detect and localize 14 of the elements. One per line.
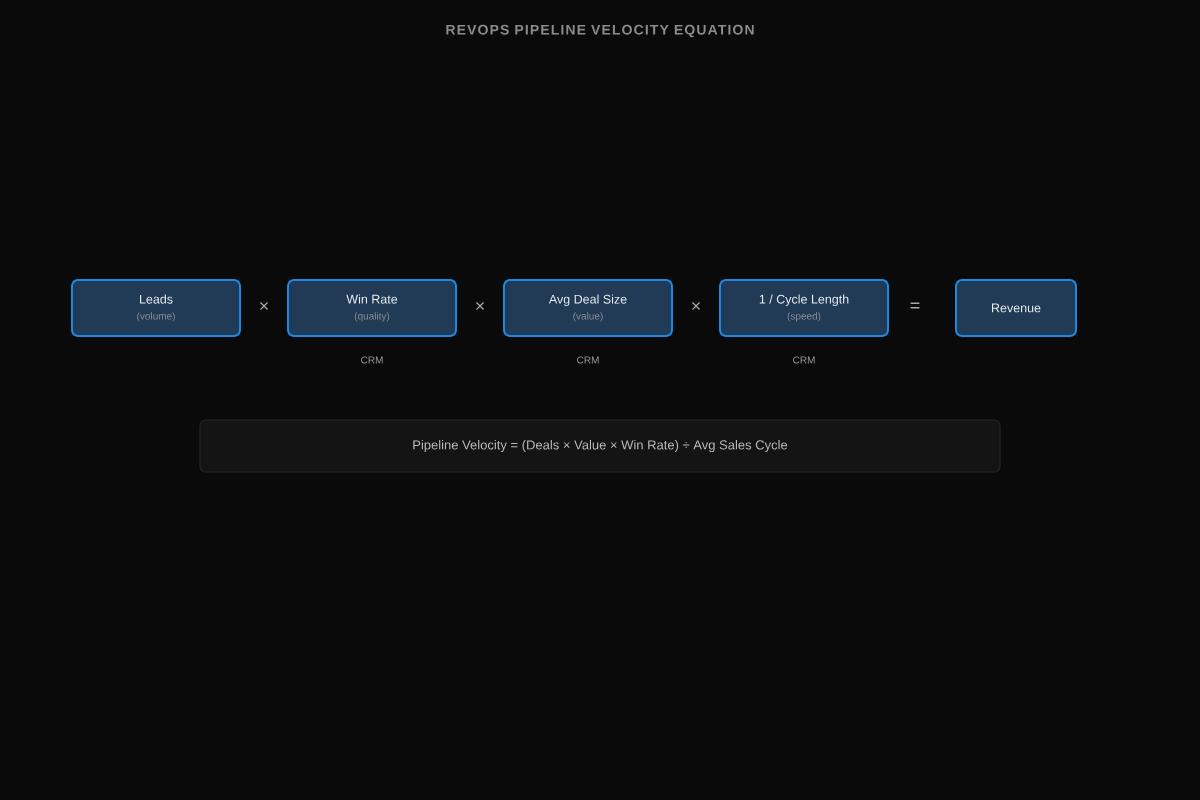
source-label: CRM — [361, 356, 383, 364]
title: REVOPS PIPELINE VELOCITY EQUATION — [446, 24, 754, 38]
formula-panel: Pipeline Velocity = (Deals × Value × Win Rate) ÷ Avg Sales Cycle — [199, 419, 1001, 473]
operator-sign: × — [476, 302, 485, 311]
term-box: Avg Deal Size (value) — [503, 279, 673, 337]
operator-sign: × — [692, 302, 701, 311]
term-box: Win Rate (quality) — [287, 279, 457, 337]
term-box: Leads (volume) — [71, 279, 241, 337]
source-label: CRM — [577, 356, 599, 364]
source-label: CRM — [793, 356, 815, 364]
term-box: Revenue — [955, 279, 1077, 337]
operator-sign: × — [260, 302, 269, 311]
term-box: 1 / Cycle Length (speed) — [719, 279, 889, 337]
operator-sign: = — [910, 302, 920, 309]
